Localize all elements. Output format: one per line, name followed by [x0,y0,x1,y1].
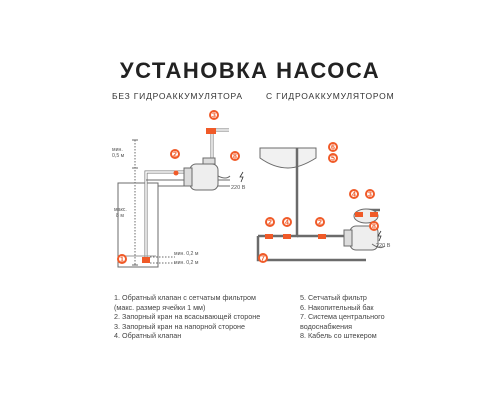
min-clearance-a: мин. 0,2 м [174,251,199,257]
svg-text:1: 1 [120,257,124,264]
svg-text:7: 7 [261,256,265,263]
pump-body [189,163,219,191]
right-diagram-heading: С ГИДРОАККУМУЛЯТОРОМ [266,91,395,101]
legend-item-4: 4. Обратный клапан [114,331,182,341]
right-diagram [256,147,386,262]
marker-4-right-bottom: 4 [282,217,292,227]
svg-text:8: 8 [233,154,237,161]
legend-item-8: 8. Кабель со штекером [300,331,377,341]
discharge-valve-mark [206,128,216,134]
legend-item-5: 5. Сетчатый фильтр [300,293,367,302]
marker-8-right: 8 [369,221,379,231]
legend-item-1: 1. Обратный клапан с сетчатым фильтром (… [114,293,256,312]
legend-right: 5. Сетчатый фильтр 6. Накопительный бак … [300,293,420,341]
power-bolt-icon-right [377,230,382,242]
min-clearance-b: мин. 0,2 м [174,260,199,266]
max-depth-value: 8 м [116,213,124,219]
foot-valve-mark [142,257,150,263]
power-bolt-icon [239,171,244,183]
marker-5-right: 5 [328,153,338,163]
marker-2-left: 2 [170,149,180,159]
svg-text:4: 4 [285,220,289,227]
marker-2-right-a: 2 [265,217,275,227]
svg-text:3: 3 [212,113,216,120]
voltage-label-right: 220 В [376,243,391,249]
max-depth-label: макс. [114,207,127,213]
marker-8-left: 8 [230,151,240,161]
svg-text:6: 6 [331,145,335,152]
left-diagram [117,128,231,268]
marker-2-right-b: 2 [315,217,325,227]
marker-6-right: 6 [328,142,338,152]
right-supply-pipe [258,176,299,238]
svg-text:2: 2 [268,220,272,227]
min-height-label: мин. [112,147,123,153]
suction-valve-mark [173,170,179,176]
svg-text:5: 5 [331,156,335,163]
legend-item-3: 3. Запорный кран на напорной стороне [114,321,246,331]
marker-1-left: 1 [117,254,127,264]
discharge-pipe [210,128,229,162]
legend-item-2: 2. Запорный кран на всасывающей стороне [114,312,261,322]
svg-text:4: 4 [352,192,356,199]
marker-7-right: 7 [258,253,268,263]
left-diagram-heading: БЕЗ ГИДРОАККУМУЛЯТОРА [112,91,243,101]
markers: 3 2 8 1 6 5 4 3 2 4 2 8 7 [117,110,379,264]
marker-4-right-top: 4 [349,189,359,199]
well-box [117,182,159,268]
legend-item-6: 6. Накопительный бак [300,302,374,312]
marker-3-left: 3 [209,110,219,120]
svg-text:3: 3 [368,192,372,199]
storage-tank [259,147,317,169]
legend-left: 1. Обратный клапан с сетчатым фильтром (… [114,293,274,341]
voltage-label-left: 220 В [231,185,246,191]
legend-item-7: 7. Система центрального водоснабжения [300,312,385,331]
svg-text:2: 2 [318,220,322,227]
svg-text:8: 8 [372,224,376,231]
min-height-value: 0,5 м [112,153,125,159]
page-title: УСТАНОВКА НАСОСА [119,58,381,83]
marker-3-right: 3 [365,189,375,199]
svg-text:2: 2 [173,152,177,159]
